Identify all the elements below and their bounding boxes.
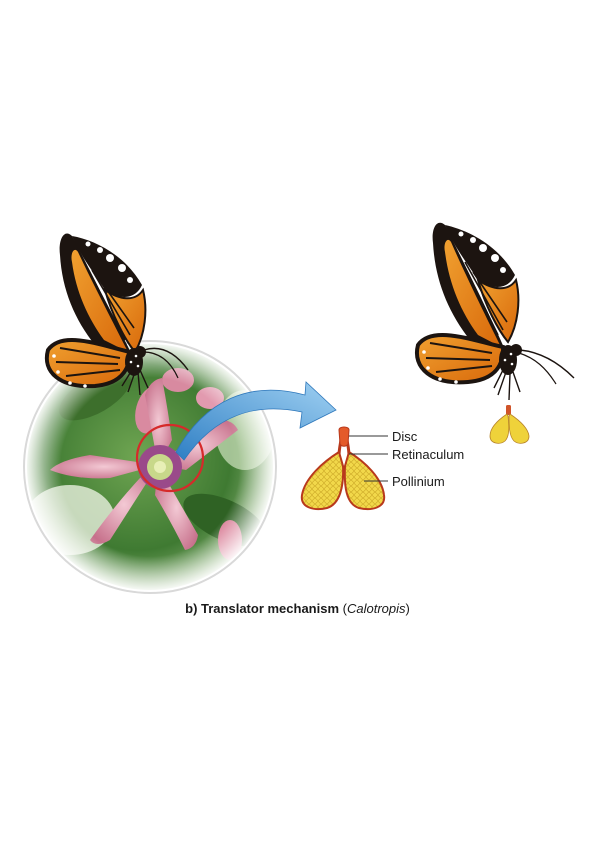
disc-label: Disc xyxy=(392,429,418,444)
caption-genus: Calotropis xyxy=(346,601,406,616)
figure-caption: b) Translator mechanism (Calotropis) xyxy=(0,601,595,616)
flower-photo-circle xyxy=(23,340,277,594)
butterfly-right xyxy=(414,222,575,401)
pollinarium-diagram xyxy=(300,426,388,511)
pollinium-label: Pollinium xyxy=(392,474,445,489)
retinaculum-label: Retinaculum xyxy=(392,447,465,462)
pollinium-right xyxy=(343,450,386,511)
caption-close-paren: ) xyxy=(405,601,410,616)
curved-arrow xyxy=(175,381,337,461)
carried-pollinarium xyxy=(489,405,530,444)
butterfly-left xyxy=(44,233,189,396)
highlight-ring xyxy=(135,423,205,493)
pollinium-left xyxy=(300,450,345,511)
caption-title: b) Translator mechanism xyxy=(185,601,340,616)
caption-open-paren: ( xyxy=(339,601,347,616)
